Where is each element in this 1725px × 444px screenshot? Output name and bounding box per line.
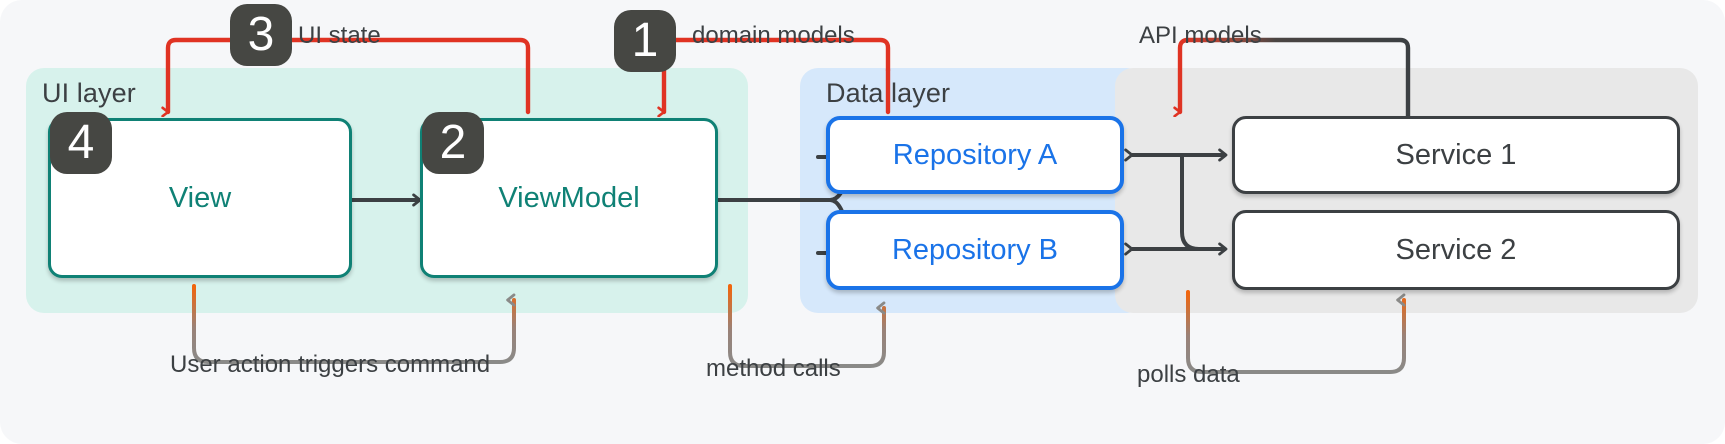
node-repository-b-label: Repository B xyxy=(891,233,1058,266)
badge-2: 2 xyxy=(422,112,484,174)
edge-ui-state xyxy=(168,37,531,112)
node-service-2-label: Service 2 xyxy=(1395,233,1517,266)
layer-label-ui: UI layer xyxy=(42,78,136,108)
caption-domain-models: domain models xyxy=(692,22,855,49)
caption-method-calls: method calls xyxy=(706,355,841,382)
badge-3: 3 xyxy=(230,4,292,66)
badge-3-number: 3 xyxy=(247,8,275,61)
badge-4-number: 4 xyxy=(67,116,95,169)
caption-user-action: User action triggers command xyxy=(170,351,491,378)
edge-service-cross-link xyxy=(1180,153,1201,251)
caption-ui-state: UI state xyxy=(298,22,381,49)
caption-api-models: API models xyxy=(1139,22,1262,49)
edge-method-calls xyxy=(728,284,886,368)
caption-polls-data: polls data xyxy=(1137,361,1240,388)
badge-1-number: 1 xyxy=(631,14,659,67)
edge-api-models xyxy=(1180,37,1411,119)
badge-4: 4 xyxy=(50,112,112,174)
node-view-label: View xyxy=(168,181,232,214)
node-repository-a-label: Repository A xyxy=(892,138,1058,171)
edge-user-action xyxy=(192,284,516,364)
node-repository-a[interactable]: Repository A xyxy=(826,116,1124,194)
node-repository-b[interactable]: Repository B xyxy=(826,210,1124,290)
node-viewmodel-label: ViewModel xyxy=(498,181,640,214)
badge-1: 1 xyxy=(614,10,676,72)
edge-domain-models xyxy=(664,37,891,112)
node-service-2[interactable]: Service 2 xyxy=(1232,210,1680,290)
node-service-1[interactable]: Service 1 xyxy=(1232,116,1680,194)
edge-polls-data xyxy=(1186,290,1406,374)
badge-2-number: 2 xyxy=(439,116,467,169)
node-service-1-label: Service 1 xyxy=(1395,138,1517,171)
